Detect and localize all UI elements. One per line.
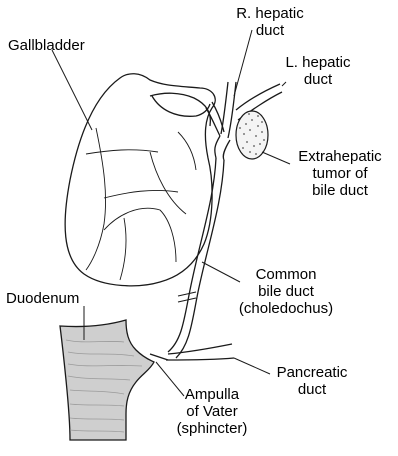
label-extrahepatic-tumor-line2: tumor of <box>286 165 394 182</box>
label-l-hepatic-duct-line1: L. hepatic <box>276 54 360 71</box>
label-pancreatic-duct-line1: Pancreatic <box>266 364 358 381</box>
label-l-hepatic-duct: L. hepatic duct <box>276 54 360 88</box>
extrahepatic-tumor <box>236 111 268 159</box>
label-extrahepatic-tumor: Extrahepatic tumor of bile duct <box>286 148 394 199</box>
label-r-hepatic-duct: R. hepatic duct <box>230 5 310 39</box>
label-pancreatic-duct: Pancreatic duct <box>266 364 358 398</box>
label-r-hepatic-duct-line1: R. hepatic <box>230 5 310 22</box>
label-common-bile-duct: Common bile duct (choledochus) <box>228 266 344 317</box>
label-ampulla-of-vater-line3: (sphincter) <box>170 420 254 437</box>
label-common-bile-duct-line2: bile duct <box>228 283 344 300</box>
label-pancreatic-duct-line2: duct <box>266 381 358 398</box>
label-ampulla-of-vater-line1: Ampulla <box>170 386 254 403</box>
label-gallbladder: Gallbladder <box>8 37 85 54</box>
label-l-hepatic-duct-line2: duct <box>276 71 360 88</box>
label-r-hepatic-duct-line2: duct <box>230 22 310 39</box>
ampulla-of-vater <box>150 354 168 360</box>
label-extrahepatic-tumor-line3: bile duct <box>286 182 394 199</box>
label-common-bile-duct-line3: (choledochus) <box>228 300 344 317</box>
duodenum <box>60 320 154 440</box>
label-ampulla-of-vater: Ampulla of Vater (sphincter) <box>170 386 254 437</box>
label-ampulla-of-vater-line2: of Vater <box>170 403 254 420</box>
label-common-bile-duct-line1: Common <box>228 266 344 283</box>
label-extrahepatic-tumor-line1: Extrahepatic <box>286 148 394 165</box>
gallbladder <box>65 74 215 286</box>
label-duodenum: Duodenum <box>6 290 79 307</box>
